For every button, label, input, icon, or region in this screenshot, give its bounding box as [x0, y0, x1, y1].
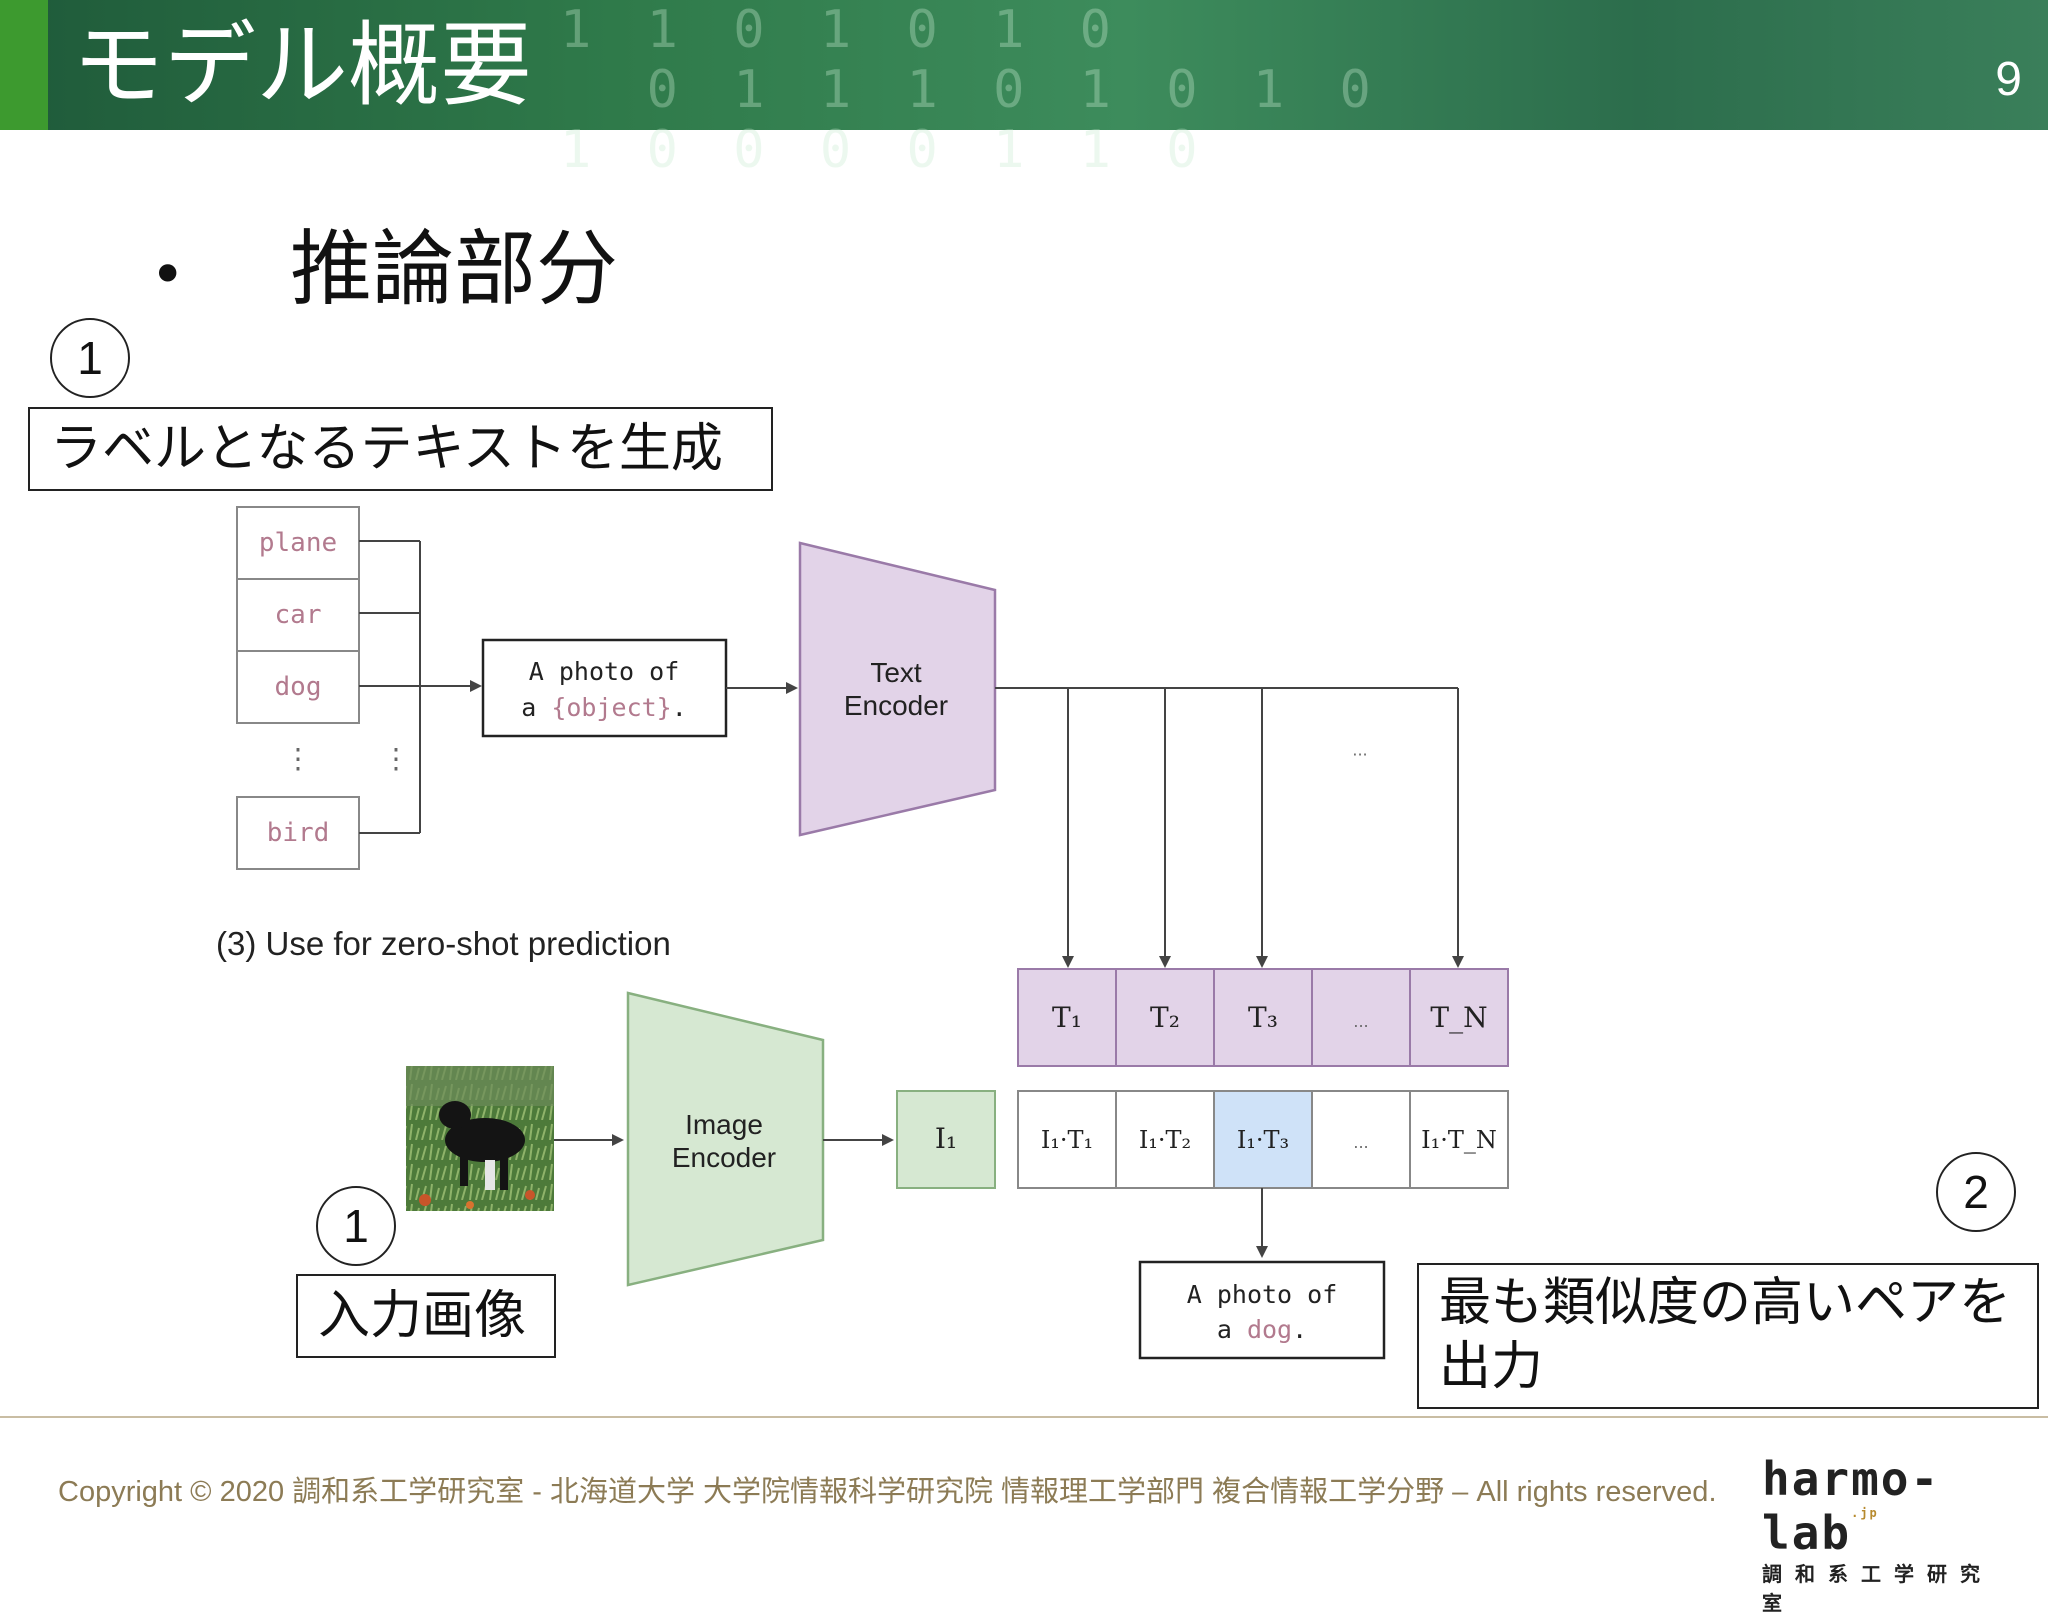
- text-encoder-label-line2: Encoder: [844, 690, 948, 721]
- t-cell-n: T_N: [1430, 1001, 1487, 1034]
- logo-main: harmo-lab: [1762, 1452, 1941, 1560]
- bullet-text: 推論部分: [290, 222, 619, 317]
- vdots-labels: ⋮: [284, 742, 312, 775]
- callout-label-text: ラベルとなるテキストを生成: [28, 407, 773, 491]
- ellipsis-top: ···: [1352, 745, 1367, 764]
- t-cell-1: T₁: [1052, 1001, 1082, 1034]
- it-cell-1: I₁·T₁: [1041, 1126, 1093, 1154]
- template-line2-suffix: .: [672, 693, 687, 722]
- image-encoder: Image Encoder: [626, 991, 825, 1287]
- label-plane: plane: [259, 528, 337, 558]
- page-number: 9: [1995, 53, 2022, 106]
- bullet-item: • 推論部分: [150, 220, 618, 325]
- label-connectors: [359, 540, 482, 834]
- callout-number-1-bottom: 1: [316, 1186, 396, 1266]
- clip-inference-diagram: plane car dog bird ⋮ ⋮ A photo of a {obj…: [216, 506, 1509, 1360]
- it-cell-n: I₁·T_N: [1421, 1126, 1497, 1154]
- it-cell-ellipsis: ...: [1353, 1133, 1368, 1152]
- input-dog-image: [406, 1066, 554, 1211]
- zero-shot-caption: (3) Use for zero-shot prediction: [216, 925, 671, 962]
- t-cell-3: T₃: [1248, 1001, 1278, 1034]
- logo-sub: 調和系工学研究室: [1762, 1562, 1993, 1615]
- template-line2-prefix: a: [521, 693, 551, 722]
- vdots-connectors: ⋮: [382, 742, 410, 775]
- result-line2-suffix: .: [1292, 1315, 1307, 1344]
- harmo-lab-logo: harmo-lab.jp 調和系工学研究室: [1762, 1452, 2022, 1616]
- similarity-row: I₁·T₁ I₁·T₂ I₁·T₃ ... I₁·T_N: [1017, 1090, 1509, 1189]
- template-line1: A photo of: [529, 657, 680, 686]
- image-embedding-cell: I₁: [896, 1090, 996, 1189]
- image-encoder-label-line1: Image: [685, 1109, 763, 1140]
- prompt-template-box: A photo of a {object}.: [481, 638, 728, 738]
- callout-input-image: 入力画像: [296, 1274, 556, 1358]
- text-encoder-label-line1: Text: [870, 657, 922, 688]
- callout-number-1-top: 1: [50, 318, 130, 398]
- footer-divider: [0, 1416, 2048, 1418]
- logo-jp: .jp: [1851, 1506, 1879, 1520]
- label-car: car: [275, 600, 322, 630]
- copyright-text: Copyright © 2020 調和系工学研究室 - 北海道大学 大学院情報科…: [58, 1476, 1717, 1508]
- header-accent-bar: [0, 0, 48, 130]
- svg-text:a dog.: a dog.: [1217, 1315, 1307, 1344]
- it-cell-3-highlight: I₁·T₃: [1237, 1126, 1289, 1154]
- t-cell-2: T₂: [1150, 1001, 1180, 1034]
- text-encoder: Text Encoder: [798, 541, 997, 837]
- callout-number-2: 2: [1936, 1152, 2016, 1232]
- class-label-list: plane car dog bird ⋮ ⋮: [236, 506, 410, 870]
- callout-output: 最も類似度の高いペアを出力: [1417, 1263, 2039, 1409]
- svg-text:a {object}.: a {object}.: [521, 693, 687, 722]
- result-word: dog: [1247, 1315, 1292, 1344]
- slide-title: モデル概要: [72, 12, 533, 119]
- label-dog: dog: [275, 672, 322, 702]
- t-cell-ellipsis: ...: [1353, 1012, 1368, 1031]
- text-embedding-arrows: [995, 687, 1464, 968]
- i1-label: I₁: [935, 1122, 957, 1155]
- it-cell-2: I₁·T₂: [1139, 1126, 1191, 1154]
- header-binary-background: 1 1 0 1 0 1 0 0 1 1 1 0 1 0 1 0 1 0 0 0 …: [560, 0, 1383, 180]
- text-embedding-row: T₁ T₂ T₃ ... T_N: [1017, 968, 1509, 1067]
- image-encoder-label-line2: Encoder: [672, 1142, 776, 1173]
- label-bird: bird: [267, 818, 330, 848]
- prediction-result-box: A photo of a dog.: [1138, 1260, 1386, 1360]
- bullet-dot-icon: •: [150, 239, 186, 310]
- result-line2-prefix: a: [1217, 1315, 1247, 1344]
- slide-header: 1 1 0 1 0 1 0 0 1 1 1 0 1 0 1 0 1 0 0 0 …: [0, 0, 2048, 180]
- template-placeholder: {object}: [551, 693, 671, 722]
- result-line1: A photo of: [1187, 1280, 1338, 1309]
